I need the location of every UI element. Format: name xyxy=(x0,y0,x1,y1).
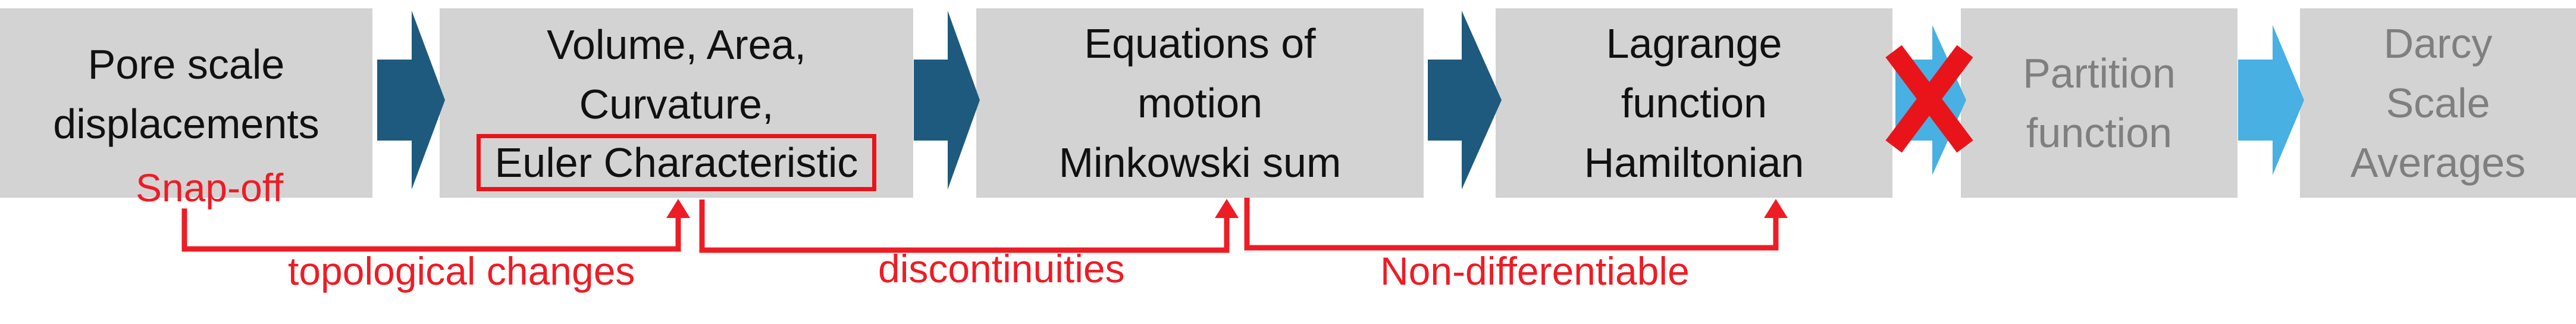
step-pore-scale-displacements: Pore scale displacements xyxy=(0,8,372,198)
step-text: Averages xyxy=(2350,139,2526,186)
chevron-arrow-icon xyxy=(1428,11,1502,189)
step-text: displacements xyxy=(53,101,319,147)
red-x-icon xyxy=(1885,45,1973,153)
connector-nondifferentiable xyxy=(1244,198,1779,251)
label-snap-off: Snap-off xyxy=(136,166,284,210)
step-text: Scale xyxy=(2386,80,2490,126)
step-text: Partition xyxy=(2023,50,2176,96)
label-topological-changes: topological changes xyxy=(288,249,635,293)
step-partition-function: Partition function xyxy=(1961,8,2237,198)
step-text: Darcy xyxy=(2383,20,2493,67)
arrowhead xyxy=(1215,199,1239,218)
euler-characteristic-highlight: Euler Characteristic xyxy=(476,134,877,191)
step-text: Equations of xyxy=(1084,20,1316,67)
label-discontinuities: discontinuities xyxy=(878,247,1125,291)
step-lagrange-hamiltonian: Lagrange function Hamiltonian xyxy=(1496,8,1892,198)
step-text: Volume, Area, xyxy=(547,21,806,68)
chevron-arrow-icon xyxy=(2238,25,2304,175)
step-text: Lagrange xyxy=(1606,20,1782,67)
step-text: Pore scale xyxy=(87,41,285,88)
arrowhead xyxy=(666,199,690,218)
step-text: Minkowski sum xyxy=(1058,139,1342,186)
connector-topological xyxy=(181,208,681,252)
step-text: function xyxy=(1621,80,1768,126)
step-text: Curvature, xyxy=(579,81,774,127)
connector-discontinuities xyxy=(699,200,1230,253)
step-volume-area-curvature: Volume, Area, Curvature, Euler Character… xyxy=(440,8,913,198)
label-non-differentiable: Non-differentiable xyxy=(1380,249,1690,293)
step-text: motion xyxy=(1137,80,1263,126)
step-equations-of-motion: Equations of motion Minkowski sum xyxy=(976,8,1424,198)
chevron-arrow-icon xyxy=(914,11,980,189)
chevron-arrow-icon xyxy=(377,11,445,189)
arrowhead xyxy=(1764,199,1788,218)
step-darcy-scale-averages: Darcy Scale Averages xyxy=(2300,8,2576,198)
step-text: function xyxy=(2026,110,2173,156)
step-text: Hamiltonian xyxy=(1584,139,1804,186)
